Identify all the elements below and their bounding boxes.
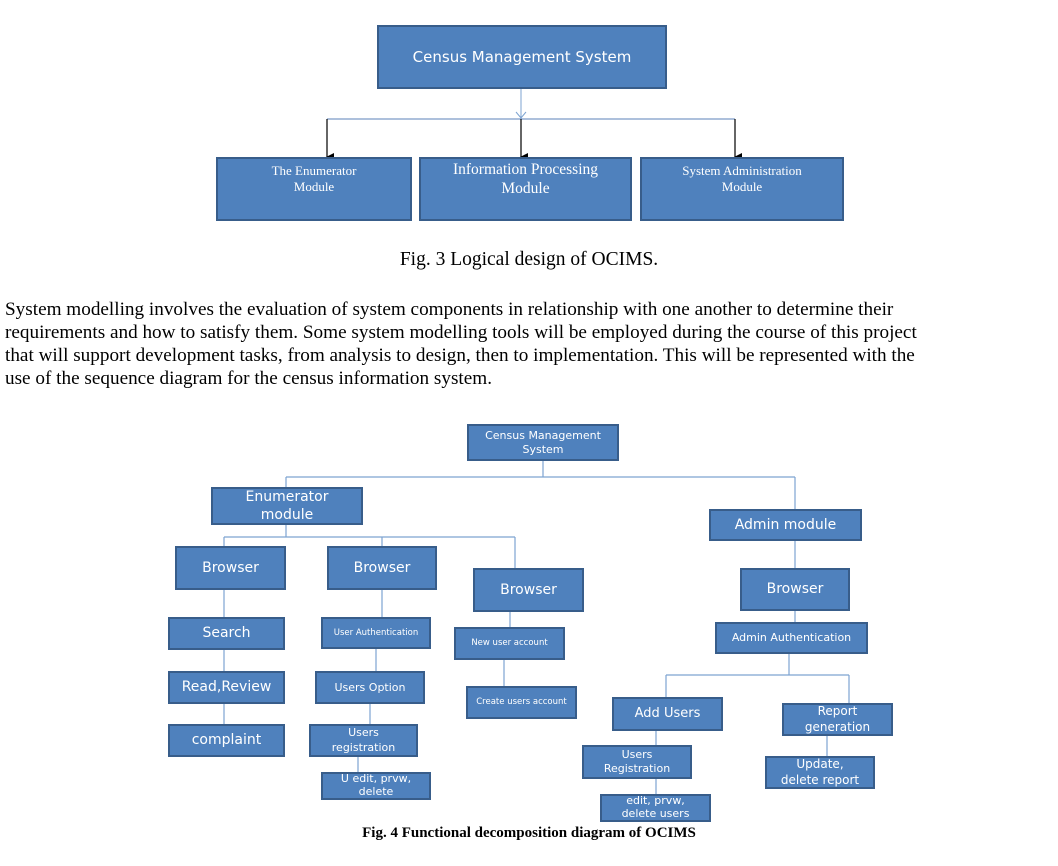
browser-label: Browser xyxy=(766,581,824,598)
fig3-enumerator-module-node: The Enumerator Module xyxy=(216,157,412,221)
fig3-processing-label: Information Processing Module xyxy=(452,161,599,197)
browser-label: Browser xyxy=(500,581,557,598)
users-registration-label: Users registration xyxy=(331,726,396,754)
fig4-browser-node-3: Browser xyxy=(473,568,584,612)
fig4-read-review-node: Read,Review xyxy=(168,671,285,704)
add-users-label: Add Users xyxy=(634,706,701,722)
fig3-enumerator-label: The Enumerator Module xyxy=(271,163,357,194)
fig4-browser-node-1: Browser xyxy=(175,546,286,590)
fig4-edit-preview-delete-node: U edit, prvw, delete xyxy=(321,772,431,800)
fig3-root-label: Census Management System xyxy=(412,48,632,66)
fig3-admin-label: System Administration Module xyxy=(682,163,802,194)
fig3-stem-chevron xyxy=(515,111,527,119)
fig4-root-label: Census Management System xyxy=(485,429,601,456)
admin-authentication-label: Admin Authentication xyxy=(731,631,852,645)
create-users-account-label: Create users account xyxy=(476,697,567,708)
paragraph-line: that will support development tasks, fro… xyxy=(5,345,915,366)
new-user-account-label: New user account xyxy=(471,638,548,649)
fig4-caption: Fig. 4 Functional decomposition diagram … xyxy=(362,825,696,841)
fig4-admin-users-registration-node: Users Registration xyxy=(582,745,692,779)
fig4-user-authentication-node: User Authentication xyxy=(321,617,431,649)
fig4-users-option-node: Users Option xyxy=(315,671,425,704)
fig4-update-delete-report-node: Update, delete report xyxy=(765,756,875,789)
report-generation-label: Report generation xyxy=(804,703,871,734)
fig4-new-user-account-node: New user account xyxy=(454,627,565,660)
fig4-enumerator-module-node: Enumerator module xyxy=(211,487,363,525)
fig4-complaint-node: complaint xyxy=(168,724,285,757)
fig4-create-users-account-node: Create users account xyxy=(466,686,577,719)
fig4-report-generation-node: Report generation xyxy=(782,703,893,736)
fig4-add-users-node: Add Users xyxy=(612,697,723,731)
fig3-information-processing-node: Information Processing Module xyxy=(419,157,632,221)
fig4-root-node: Census Management System xyxy=(467,424,619,461)
complaint-label: complaint xyxy=(191,732,262,749)
fig4-admin-label: Admin module xyxy=(734,516,837,533)
body-paragraph: System modelling involves the evaluation… xyxy=(5,298,1055,390)
fig4-admin-authentication-node: Admin Authentication xyxy=(715,622,868,654)
paragraph-line: System modelling involves the evaluation… xyxy=(5,299,894,320)
fig4-edit-preview-delete-users-node: edit, prvw, delete users xyxy=(600,794,711,822)
search-label: Search xyxy=(202,625,251,642)
edit-preview-delete-label: U edit, prvw, delete xyxy=(340,772,412,798)
fig3-connectors xyxy=(326,89,742,161)
fig4-enumerator-label: Enumerator module xyxy=(245,488,329,523)
admin-users-registration-label: Users Registration xyxy=(603,747,671,775)
browser-label: Browser xyxy=(353,559,411,576)
fig4-admin-module-node: Admin module xyxy=(709,509,862,541)
users-option-label: Users Option xyxy=(334,680,406,694)
fig4-users-registration-node: Users registration xyxy=(309,724,418,757)
user-authentication-label: User Authentication xyxy=(333,627,419,638)
fig3-caption: Fig. 3 Logical design of OCIMS. xyxy=(399,249,659,270)
fig3-system-administration-node: System Administration Module xyxy=(640,157,844,221)
browser-label: Browser xyxy=(202,559,259,576)
update-delete-report-label: Update, delete report xyxy=(780,756,860,787)
paragraph-line: use of the sequence diagram for the cens… xyxy=(5,368,493,389)
fig4-browser-node-2: Browser xyxy=(327,546,437,590)
fig4-admin-browser-node: Browser xyxy=(740,568,850,611)
edit-preview-delete-users-label: edit, prvw, delete users xyxy=(621,794,690,820)
fig4-search-node: Search xyxy=(168,617,285,650)
fig4-connectors xyxy=(223,461,850,794)
fig3-root-node: Census Management System xyxy=(377,25,667,89)
paragraph-line: requirements and how to satisfy them. So… xyxy=(5,322,917,343)
read-review-label: Read,Review xyxy=(181,679,272,696)
